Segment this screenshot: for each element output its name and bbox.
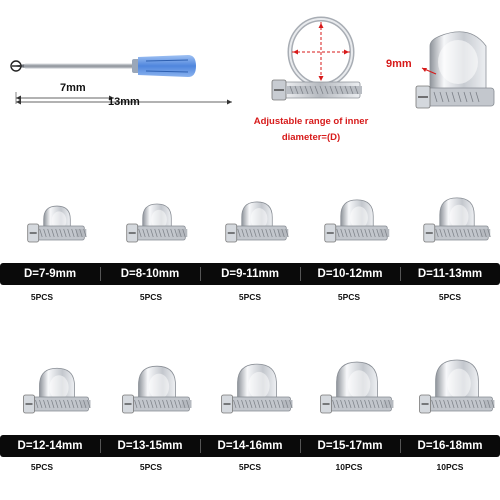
band-width-dimension: 9mm — [386, 58, 412, 70]
quantity-label: 5PCS — [139, 462, 163, 472]
size-label: D=7-9mm — [23, 268, 77, 280]
size-label: D=10-12mm — [317, 268, 383, 280]
hose-clamp-icon — [324, 199, 390, 243]
quantity-label: 5PCS — [30, 292, 54, 302]
dimension-diagram: 7mm 13mm — [0, 0, 500, 165]
size-label: D=8-10mm — [120, 268, 180, 280]
bar-divider — [100, 267, 101, 281]
bar-divider — [100, 439, 101, 453]
screwdriver-total-dimension-line — [16, 99, 232, 105]
size-label: D=15-17mm — [317, 440, 383, 452]
hose-clamp-icon — [423, 197, 491, 243]
screwdriver-inner-dimension: 7mm — [60, 82, 86, 94]
hose-clamp-icon — [225, 201, 289, 243]
size-label-bar: D=7-9mm D=8-10mm D=9-11mm D=10-12mm D=11… — [0, 263, 500, 285]
clamp-diameter-diagram — [271, 16, 362, 101]
quantity-label: 5PCS — [238, 292, 262, 302]
screwdriver-icon — [10, 55, 196, 104]
bar-divider — [400, 439, 401, 453]
size-label: D=9-11mm — [221, 268, 279, 280]
clamp-item — [104, 343, 204, 438]
size-label: D=16-18mm — [417, 440, 483, 452]
clamp-item — [204, 172, 304, 267]
quantity-label: 5PCS — [337, 292, 361, 302]
hose-clamp-icon — [27, 205, 87, 243]
bar-divider — [400, 267, 401, 281]
hose-clamp-icon — [419, 359, 495, 414]
quantity-label: 5PCS — [238, 462, 262, 472]
screwdriver-total-dimension: 13mm — [108, 96, 140, 108]
clamp-item — [404, 343, 500, 438]
size-label: D=11-13mm — [417, 268, 483, 280]
bar-divider — [300, 439, 301, 453]
diameter-caption: Adjustable range of inner diameter=(D) — [253, 116, 369, 143]
quantity-label: 5PCS — [139, 292, 163, 302]
quantity-label: 5PCS — [30, 462, 54, 472]
hose-clamp-icon — [23, 367, 91, 414]
clamp-item — [304, 343, 404, 438]
size-row-2: D=12-14mm D=13-15mm D=14-16mm D=15-17mm … — [0, 335, 500, 480]
clamp-item — [104, 172, 204, 267]
bar-divider — [300, 267, 301, 281]
clamp-item — [204, 343, 304, 438]
clamp-item — [4, 172, 104, 267]
bar-divider — [200, 267, 201, 281]
quantity-label: 10PCS — [335, 462, 363, 472]
hose-clamp-icon — [122, 365, 192, 414]
size-label-bar: D=12-14mm D=13-15mm D=14-16mm D=15-17mm … — [0, 435, 500, 457]
size-label: D=12-14mm — [17, 440, 83, 452]
size-label: D=14-16mm — [217, 440, 283, 452]
size-label: D=13-15mm — [117, 440, 183, 452]
hose-clamp-icon — [126, 203, 188, 243]
bar-divider — [200, 439, 201, 453]
hose-clamp-icon — [221, 363, 293, 414]
clamp-width-diagram — [415, 31, 495, 109]
quantity-label: 5PCS — [438, 292, 462, 302]
clamp-item — [404, 172, 500, 267]
quantity-label: 10PCS — [436, 462, 464, 472]
clamp-item — [304, 172, 404, 267]
size-row-1: D=7-9mm D=8-10mm D=9-11mm D=10-12mm D=11… — [0, 180, 500, 305]
hose-clamp-icon — [320, 361, 394, 414]
clamp-item — [4, 343, 104, 438]
